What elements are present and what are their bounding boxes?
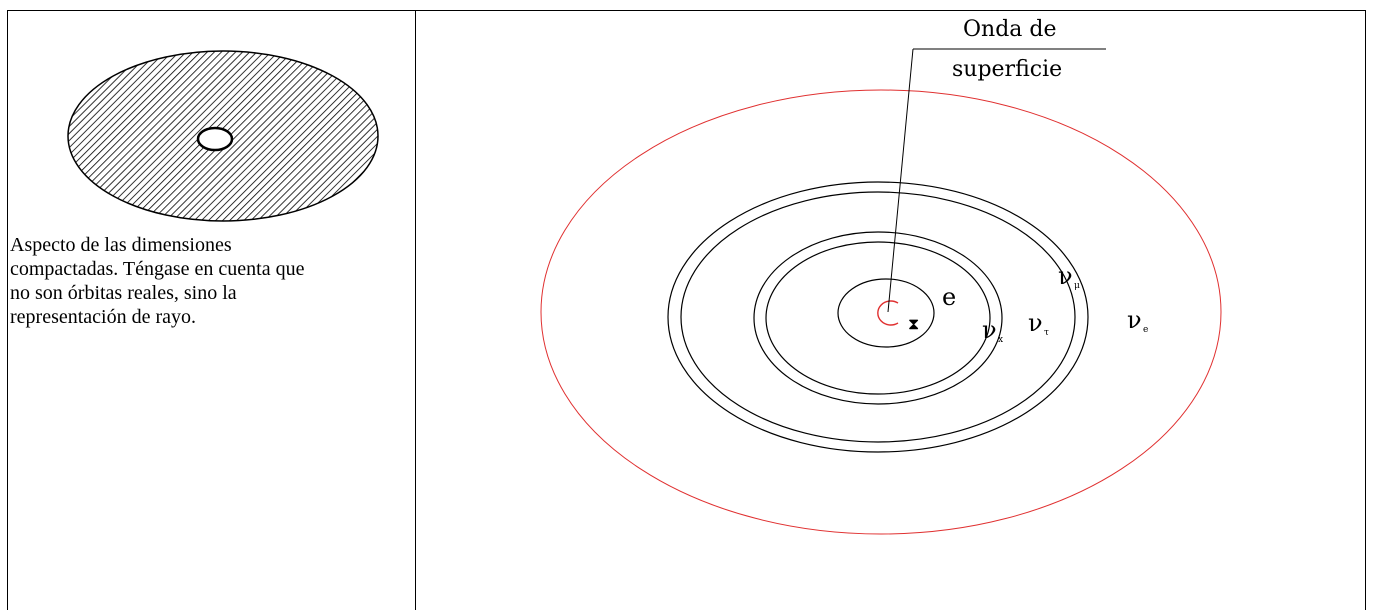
left-table-cell: Aspecto de las dimensiones compactadas. …	[8, 11, 415, 610]
nu-e-subscript: e	[1143, 325, 1148, 335]
nu-e-symbol: ν	[1127, 306, 1142, 334]
table-cell-divider	[415, 10, 416, 610]
orbit-electron	[837, 278, 935, 348]
nu-mu-symbol: ν	[1058, 262, 1073, 290]
nu-mu-label: ν μ	[1058, 262, 1080, 291]
nu-x-label: ν x	[982, 316, 1003, 345]
orbit-nu-x	[765, 241, 991, 395]
nu-tau-subscript: τ	[1044, 328, 1049, 338]
orbit-nu-tau	[753, 231, 1003, 405]
figure-caption: Aspecto de las dimensiones compactadas. …	[10, 234, 305, 328]
surface-wave-pointer-line	[887, 48, 914, 313]
nu-e-label: ν e	[1127, 306, 1148, 335]
document-table	[7, 10, 1366, 610]
orbit-nu-mu	[680, 191, 1076, 443]
orbit-diagram: Onda de superficie e ⧗ ν x ν τ ν μ ν e	[540, 17, 1222, 535]
surface-wave-label-line2: superficie	[952, 57, 1062, 82]
nu-x-subscript: x	[998, 335, 1003, 345]
compacted-dimension-disk-figure	[67, 50, 379, 222]
orbit-nu-e-outer	[667, 181, 1089, 453]
outer-red-orbit	[540, 89, 1222, 535]
electron-label: e	[942, 283, 956, 311]
nu-tau-symbol: ν	[1028, 309, 1043, 337]
disk-center-hole	[196, 126, 234, 152]
inner-red-orbit	[877, 300, 899, 326]
nu-mu-subscript: μ	[1074, 281, 1080, 291]
surface-wave-label-line1: Onda de	[963, 17, 1057, 42]
nu-x-symbol: ν	[982, 316, 997, 344]
nu-tau-label: ν τ	[1028, 309, 1049, 338]
hourglass-icon: ⧗	[908, 314, 919, 333]
right-table-cell: Onda de superficie e ⧗ ν x ν τ ν μ ν e	[416, 11, 1365, 610]
